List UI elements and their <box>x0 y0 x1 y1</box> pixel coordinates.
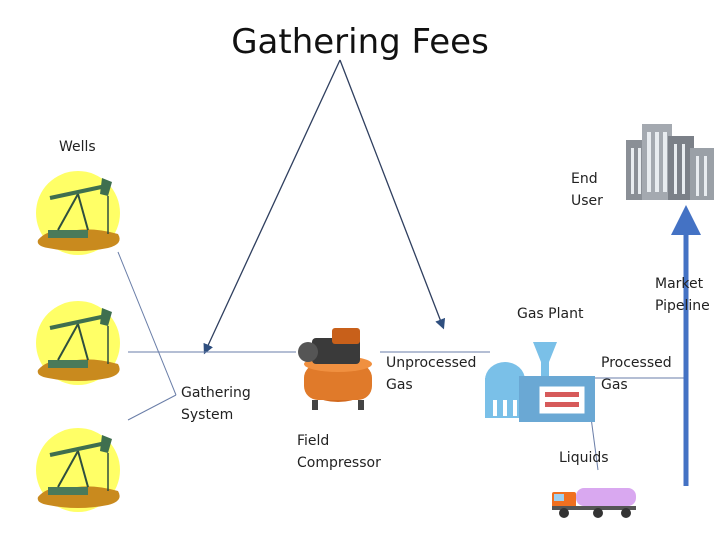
oil-well-pump-icon <box>36 301 120 385</box>
gathering-system-label: Gathering System <box>181 385 251 423</box>
fee-arrow-line-left <box>203 59 341 355</box>
diagram-title: Gathering Fees <box>231 22 489 62</box>
gas-plant-label: Gas Plant <box>517 306 584 322</box>
oil-well-pump-icon <box>36 428 120 512</box>
market-pipeline-label: Market Pipeline <box>655 276 710 314</box>
oil-well-pump-icon <box>36 171 120 255</box>
wells-label: Wells <box>59 139 96 155</box>
end-user-label: End User <box>571 171 603 209</box>
processed-gas-label: Processed Gas <box>601 355 672 393</box>
tanker-truck-icon <box>552 488 636 518</box>
unprocessed-gas-label: Unprocessed Gas <box>386 355 477 393</box>
well-flow-line-top <box>117 251 177 396</box>
well-flow-line-bottom <box>127 394 177 421</box>
gas-plant-icon <box>485 342 595 422</box>
field-compressor-label: Field Compressor <box>297 433 381 471</box>
city-buildings-icon <box>626 124 714 200</box>
field-compressor-icon <box>298 328 372 410</box>
liquids-label: Liquids <box>559 450 609 466</box>
fee-arrow-line-right <box>339 59 446 330</box>
